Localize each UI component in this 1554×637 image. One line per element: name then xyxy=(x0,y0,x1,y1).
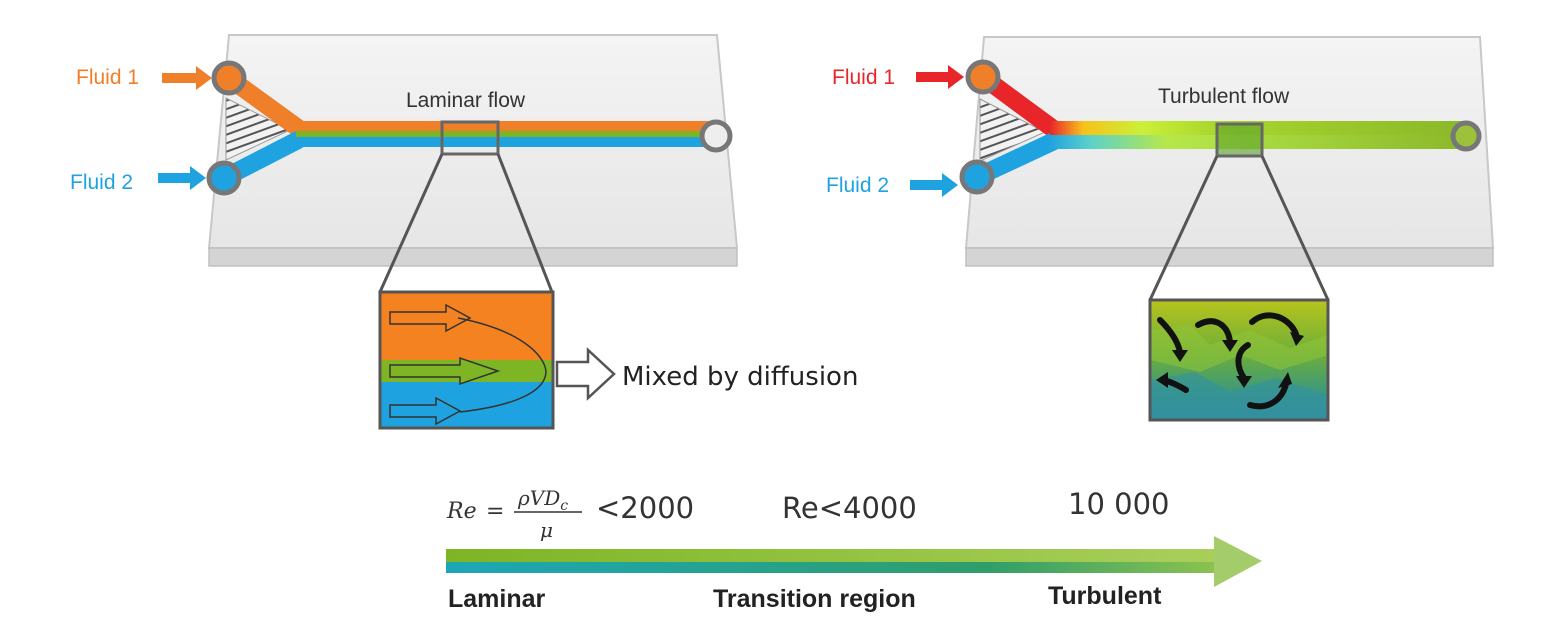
left-fluid2-label: Fluid 2 xyxy=(70,171,133,194)
turbulent-fluid1-port xyxy=(965,59,1001,95)
formula-numerator: ρVDc xyxy=(517,486,568,514)
right-fluid1-arrow-icon xyxy=(916,65,964,89)
eddy-arrowhead-3 xyxy=(1290,332,1304,346)
turbulent-threshold: 10 000 xyxy=(1068,487,1169,521)
turbulent-chip xyxy=(959,36,1495,267)
laminar-channel-fluid2 xyxy=(296,137,716,147)
laminar-velocity-arrow-middle xyxy=(389,356,501,386)
laminar-channel-fluid1 xyxy=(296,121,716,131)
reynolds-scale-arrow xyxy=(446,536,1262,587)
turbulent-zoom-selector xyxy=(1215,122,1264,158)
formula-lhs: Re xyxy=(446,499,477,524)
turbulent-zoom-box xyxy=(1148,298,1330,422)
scale-arrowhead xyxy=(1214,536,1262,587)
laminar-fluid1-port xyxy=(211,60,247,96)
eddy-arrow-5 xyxy=(1247,381,1289,410)
scale-bar-top xyxy=(446,549,1218,562)
region-transition-label: Transition region xyxy=(713,585,916,613)
formula-numerator-sub: c xyxy=(560,498,568,514)
eddy-arrowhead-6 xyxy=(1156,372,1168,388)
turbulent-zoom-connector xyxy=(1148,155,1330,301)
turbulent-outlet-port xyxy=(1450,120,1482,152)
right-fluid1-label: Fluid 1 xyxy=(832,66,895,89)
laminar-channel-interface xyxy=(296,131,716,137)
left-fluid1-label: Fluid 1 xyxy=(76,66,139,89)
laminar-threshold: <2000 xyxy=(596,491,694,525)
laminar-velocity-arrow-top xyxy=(389,303,472,333)
eddy-arrowhead-5 xyxy=(1278,372,1292,388)
eddy-arrow-2 xyxy=(1195,318,1233,345)
transition-threshold: Re<4000 xyxy=(782,491,917,525)
formula-equals: = xyxy=(486,499,504,524)
turbulent-flow-label: Turbulent flow xyxy=(1158,85,1290,108)
turbulent-fluid2-port xyxy=(959,159,995,195)
turbulent-junction-hatch xyxy=(979,98,1047,162)
laminar-chip-front-edge xyxy=(208,247,738,267)
eddy-arrow-3 xyxy=(1249,312,1299,337)
left-fluid2-arrow-icon xyxy=(158,166,206,190)
laminar-zoom-selector xyxy=(440,120,500,156)
left-fluid1-arrow-icon xyxy=(162,66,212,90)
region-laminar-label: Laminar xyxy=(448,585,546,613)
eddy-arrow-4 xyxy=(1235,342,1251,381)
diffusion-arrow-icon xyxy=(555,347,616,401)
laminar-velocity-arrow-bottom xyxy=(389,396,462,426)
right-fluid2-label: Fluid 2 xyxy=(826,174,889,197)
laminar-fluid2-port xyxy=(206,160,242,196)
eddy-arrowhead-1 xyxy=(1172,350,1188,362)
turbulent-chip-front-edge xyxy=(965,247,1494,267)
laminar-zoom-box xyxy=(378,290,555,430)
formula-numerator-main: ρVD xyxy=(517,486,560,510)
laminar-zoom-connector xyxy=(378,153,554,293)
laminar-chip xyxy=(206,34,739,267)
eddy-arrowhead-2 xyxy=(1222,340,1238,352)
eddy-arrow-1 xyxy=(1157,317,1183,355)
mixed-by-diffusion-label: Mixed by diffusion xyxy=(622,362,858,392)
eddy-arrowhead-4 xyxy=(1236,376,1252,388)
reynolds-formula: Re = ρVDc μ xyxy=(446,486,582,542)
right-fluid2-arrow-icon xyxy=(910,173,958,197)
laminar-outlet-port xyxy=(699,119,733,153)
region-turbulent-label: Turbulent xyxy=(1048,582,1162,610)
scale-bar-bottom xyxy=(446,562,1218,573)
laminar-velocity-profile xyxy=(457,317,547,413)
formula-denominator: μ xyxy=(540,518,553,542)
laminar-junction-hatch xyxy=(225,97,292,161)
laminar-flow-label: Laminar flow xyxy=(406,89,526,112)
